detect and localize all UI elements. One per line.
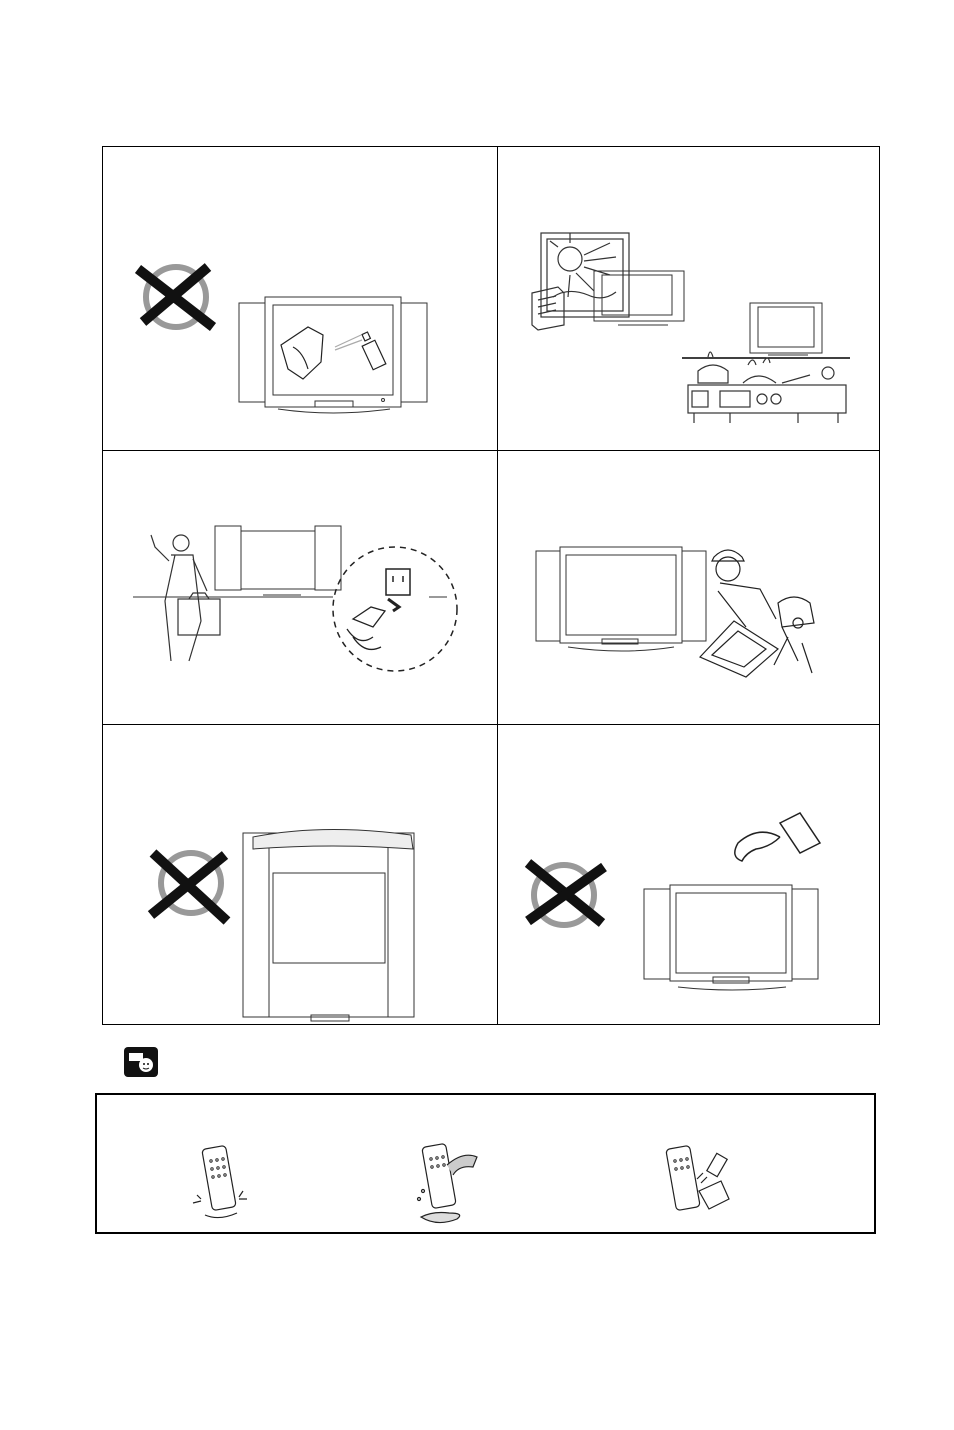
tv-icon [750,303,822,355]
cleaning-remote-icon [666,1145,729,1210]
remote-care-box [95,1093,876,1234]
prohibited-icon [138,267,213,327]
panel-cover-vents [103,725,497,1026]
cloth-icon [281,327,323,379]
safety-illustration-grid [102,146,880,1025]
tv-icon [243,833,414,1021]
spray-can-icon [335,332,386,370]
panel-heat-sources [498,147,881,450]
tv-icon [215,526,341,595]
prohibited-icon [528,863,604,925]
panel-cleaning [103,147,497,450]
note-icon [124,1047,158,1077]
stove-icon [688,352,846,423]
panel-unplug [103,451,497,724]
wall-outlet-icon [386,569,410,595]
technician-icon [712,550,814,628]
tools-icon [700,621,812,677]
tv-icon [536,547,706,651]
tv-icon [239,297,427,413]
dropped-remote-icon [193,1145,247,1217]
prohibited-icon [151,853,227,921]
person-with-briefcase-icon [151,535,220,661]
panel-service [498,451,881,724]
wet-remote-icon [418,1143,478,1222]
plug-icon [347,599,399,649]
tv-icon [644,885,818,990]
cloth-cover-icon [253,829,413,849]
spilling-cup-icon [735,813,820,861]
panel-liquids [498,725,881,1026]
